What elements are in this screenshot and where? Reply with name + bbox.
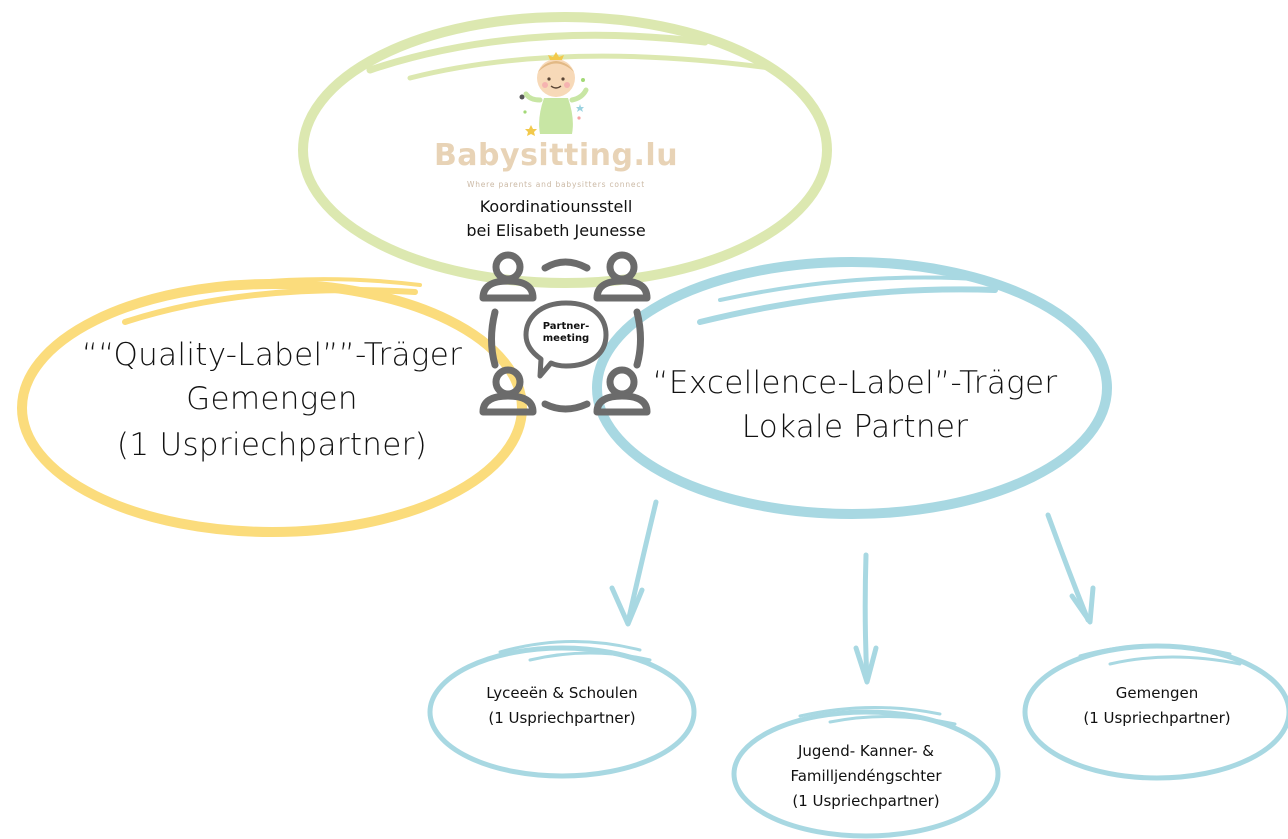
coordination-line-2: bei Elisabeth Jeunesse bbox=[466, 221, 646, 240]
quality-ring bbox=[17, 277, 527, 537]
partner-meeting-icon bbox=[488, 258, 644, 413]
person-icon-top-right bbox=[593, 251, 651, 302]
partner-ring-schools bbox=[427, 640, 697, 779]
quality-label-contact: (1 Uspriechpartner) bbox=[116, 427, 428, 463]
partner-ring-municipalities bbox=[1022, 643, 1288, 781]
partner-schools-name: Lyceeën & Schoulen bbox=[486, 684, 638, 702]
baby-logo-illustration bbox=[519, 52, 589, 136]
partner-municipalities-name: Gemengen bbox=[1115, 684, 1199, 702]
partner-municipalities-contact: (1 Uspriechpartner) bbox=[1083, 709, 1231, 727]
partner-youth-services-name: Jugend- Kanner- & bbox=[798, 742, 934, 760]
partner-schools-contact: (1 Uspriechpartner) bbox=[488, 709, 636, 727]
excellence-label-title: “Excellence-Label”-Träger bbox=[652, 365, 1058, 401]
quality-label-group: Gemengen bbox=[186, 381, 358, 417]
arrow-to-municipalities bbox=[1045, 512, 1096, 625]
coordination-ring bbox=[298, 12, 832, 288]
person-icon-bottom-right bbox=[593, 366, 651, 416]
excellence-ring bbox=[592, 257, 1112, 519]
brand-tagline: Where parents and babysitters connect bbox=[467, 180, 645, 189]
partner-ring-youth-services bbox=[731, 706, 1001, 839]
meeting-label-line-2: meeting bbox=[542, 333, 590, 344]
quality-label-title: ““Quality-Label””-Träger bbox=[81, 337, 463, 373]
speech-bubble-icon bbox=[523, 300, 609, 379]
arrow-to-schools bbox=[609, 499, 659, 627]
brand-name: Babysitting.lu bbox=[433, 138, 679, 173]
meeting-label-line-1: Partner- bbox=[542, 321, 590, 332]
partner-youth-services-name-2: Familljendéngschter bbox=[790, 767, 942, 785]
arrow-to-youth-services bbox=[853, 552, 879, 685]
person-icon-top-left bbox=[479, 251, 537, 302]
coordination-line-1: Koordinatiounsstell bbox=[479, 197, 633, 216]
partner-youth-services-contact: (1 Uspriechpartner) bbox=[792, 792, 940, 810]
person-icon-bottom-left bbox=[479, 366, 537, 416]
excellence-label-group: Lokale Partner bbox=[741, 409, 969, 445]
